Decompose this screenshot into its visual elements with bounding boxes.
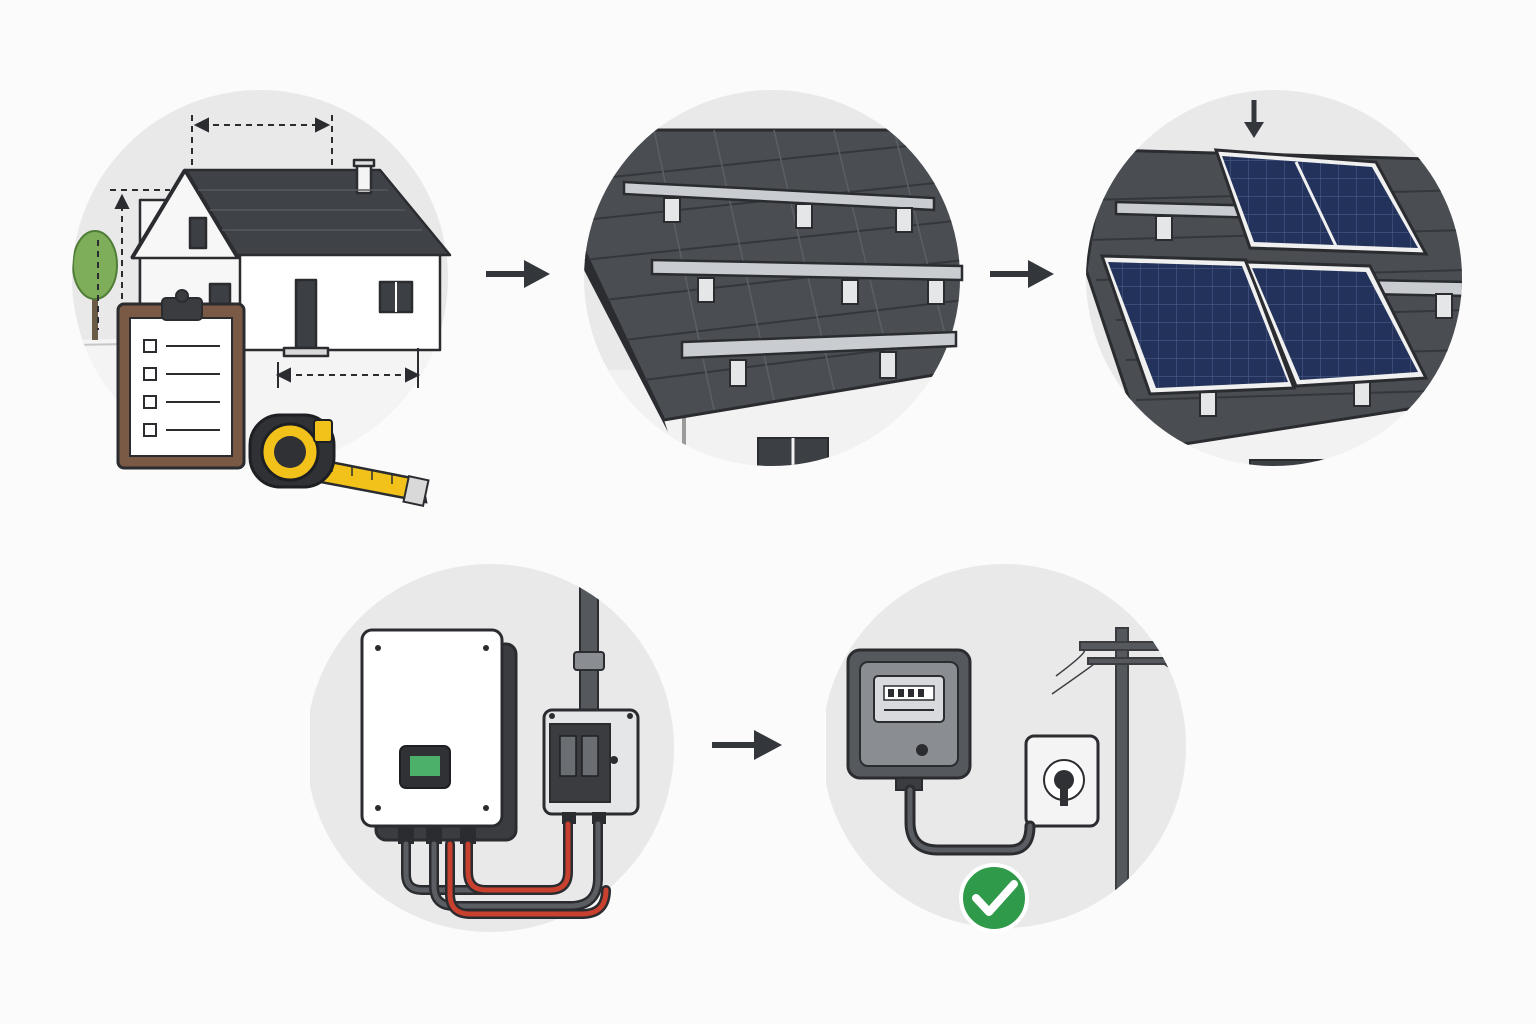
- clipboard-icon: [116, 289, 246, 470]
- arrow-right-icon: [486, 260, 550, 288]
- tree-icon: [72, 230, 118, 340]
- step-inverter-wiring: [310, 564, 674, 932]
- solar-panel: [1099, 254, 1297, 396]
- arrow-right-icon: [712, 730, 782, 760]
- solar-panel: [1213, 148, 1429, 256]
- cable: [401, 819, 611, 919]
- check-icon: [959, 863, 1029, 933]
- step-mounting-rails: [584, 90, 964, 466]
- tape-measure-icon: [248, 413, 430, 507]
- inverter-icon: [360, 628, 518, 844]
- step-site-survey: [72, 90, 452, 507]
- mounting-rail: [622, 180, 964, 360]
- rail-bracket: [663, 197, 945, 387]
- arrow-right-icon: [990, 260, 1054, 288]
- disconnect-switch-icon: [542, 708, 640, 824]
- grid-outlet-icon: [1024, 734, 1100, 828]
- utility-meter-icon: [846, 648, 972, 791]
- house-icon: [130, 158, 452, 358]
- step-grid-connection: [826, 564, 1186, 933]
- arrow-down-icon: [1244, 100, 1264, 138]
- step-panel-install: [1086, 90, 1462, 466]
- solar-panel: [1243, 260, 1429, 388]
